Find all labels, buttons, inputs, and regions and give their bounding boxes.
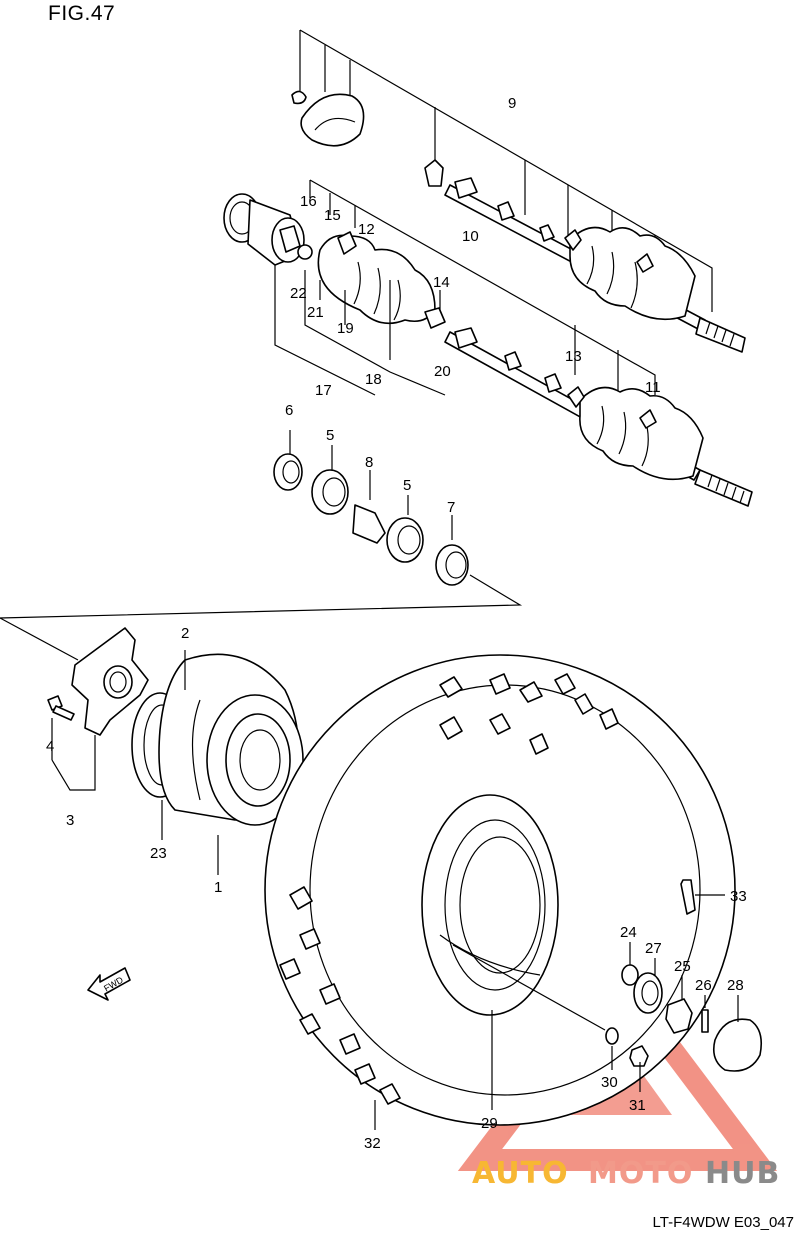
callout-23: 23: [150, 845, 167, 862]
callout-3: 3: [66, 812, 74, 829]
callout-17: 17: [315, 382, 332, 399]
callout-1: 1: [214, 879, 222, 896]
callout-11: 11: [645, 379, 661, 396]
watermark-hub: HUB: [705, 1156, 780, 1191]
figure-title: FIG.47: [48, 2, 116, 25]
drive-shaft-lower: [223, 179, 753, 507]
callout-19: 19: [337, 320, 354, 337]
callout-9: 9: [508, 95, 516, 112]
figure-code: LT-F4WDW E03_047: [652, 1214, 794, 1231]
callout-14: 14: [433, 274, 450, 291]
callout-6: 6: [285, 402, 293, 419]
hub-hardware: [605, 879, 763, 1092]
callout-15: 15: [324, 207, 341, 224]
callout-20: 20: [434, 363, 451, 380]
callout-labels: 1 2 3 4 5 5 6 7 8 9 10 11 12 13 14 15 16…: [46, 95, 747, 1152]
callout-25: 25: [674, 958, 691, 975]
callout-27: 27: [645, 940, 662, 957]
callout-12: 12: [358, 221, 375, 238]
drive-shaft-upper: [291, 29, 746, 353]
callout-21: 21: [307, 304, 324, 321]
callout-5b: 5: [403, 477, 411, 494]
callout-30: 30: [601, 1074, 618, 1091]
callout-13: 13: [565, 348, 582, 365]
watermark-moto: MOTO: [588, 1156, 693, 1191]
brake-drum: [131, 650, 304, 875]
callout-24: 24: [620, 924, 637, 941]
tire-and-wheel: [264, 654, 736, 1130]
callout-26: 26: [695, 977, 712, 994]
callout-32: 32: [364, 1135, 381, 1152]
callout-2: 2: [181, 625, 189, 642]
callout-5a: 5: [326, 427, 334, 444]
hub-flange: [47, 627, 149, 791]
callout-28: 28: [727, 977, 744, 994]
callout-29: 29: [481, 1115, 498, 1132]
callout-31: 31: [629, 1097, 646, 1114]
callout-10: 10: [462, 228, 479, 245]
watermark-auto: AUTO: [472, 1156, 569, 1191]
callout-8: 8: [365, 454, 373, 471]
callout-16: 16: [300, 193, 317, 210]
callout-22: 22: [290, 285, 307, 302]
forward-direction-arrow: FWD: [87, 967, 131, 1001]
callout-7: 7: [447, 499, 455, 516]
callout-4: 4: [46, 738, 54, 755]
callout-18: 18: [365, 371, 382, 388]
bearing-set: [0, 430, 523, 661]
watermark-logo: AUTO MOTO HUB: [472, 1156, 780, 1191]
callout-33: 33: [730, 888, 747, 905]
